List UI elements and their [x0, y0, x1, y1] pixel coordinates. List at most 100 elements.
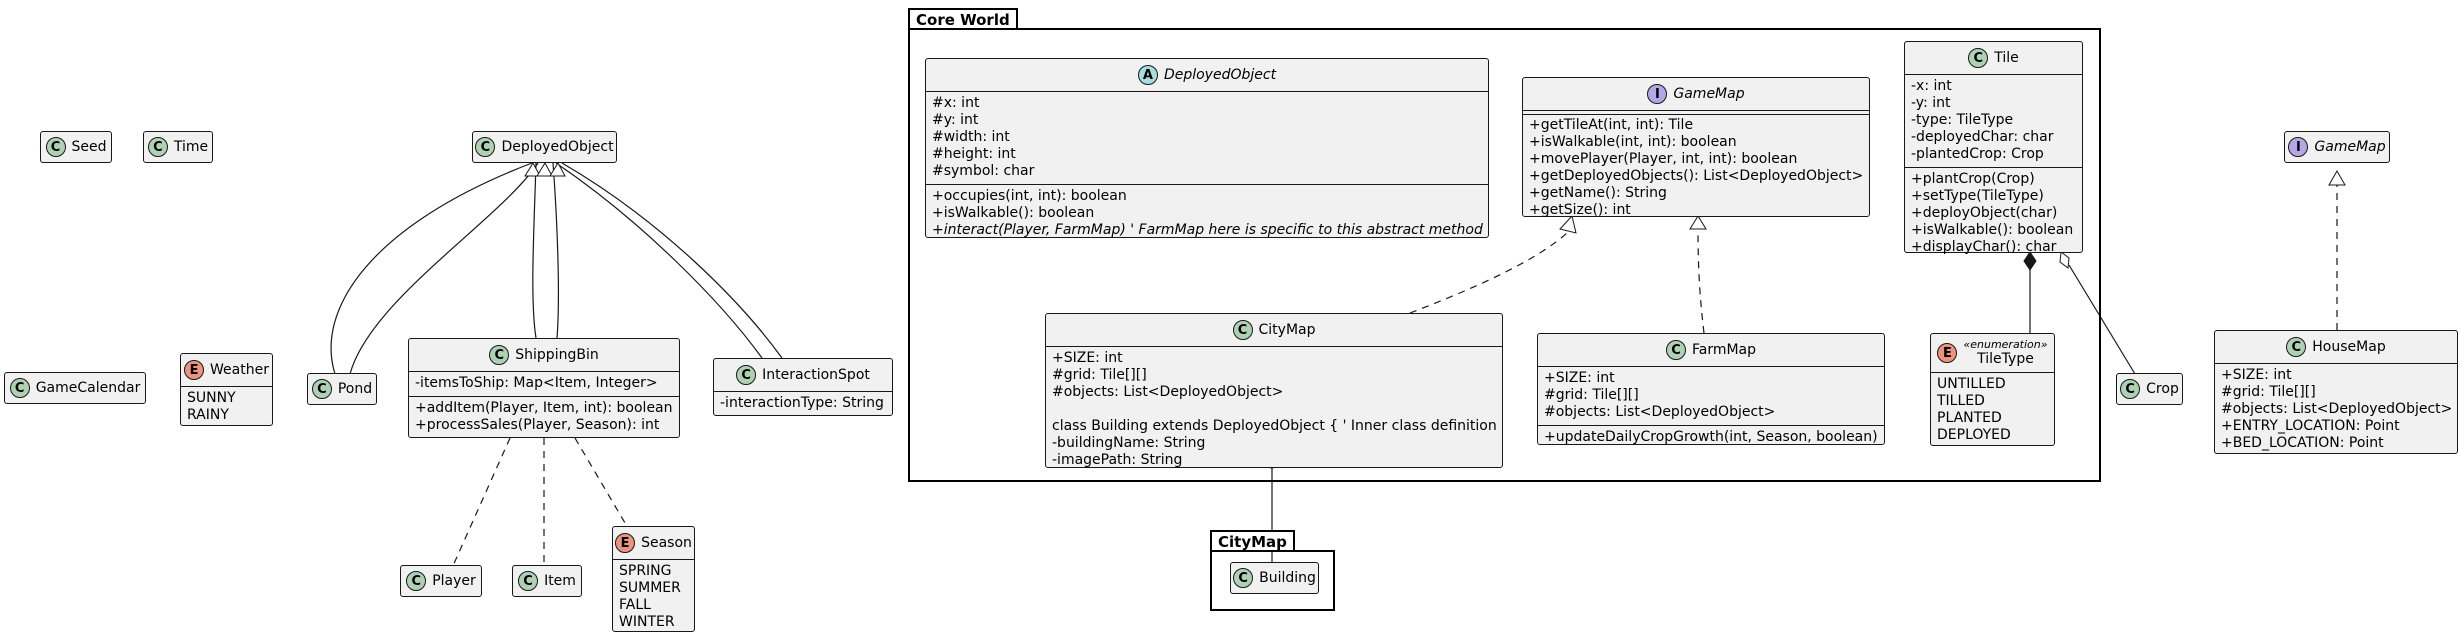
enum-icon: E [184, 360, 205, 380]
class-player[interactable]: C Player [400, 565, 482, 597]
class-icon: C [147, 137, 168, 157]
class-methods: +occupies(int, int): boolean +isWalkable… [926, 184, 1488, 243]
dep-season-line [574, 437, 629, 529]
class-name: Building [1259, 570, 1316, 586]
enum-icon: E [615, 533, 636, 553]
class-name: HouseMap [2312, 339, 2386, 355]
enum-tile-type[interactable]: E «enumeration» TileType UNTILLED TILLED… [1930, 333, 2055, 446]
field: -imagePath: String [1052, 452, 1183, 468]
field: -x: int [1911, 78, 1952, 94]
class-fields: #x: int #y: int #width: int #height: int… [926, 91, 1488, 184]
enum-value: UNTILLED [1937, 376, 2006, 392]
class-icon: C [475, 137, 496, 157]
method-abstract: +interact(Player, FarmMap) ' FarmMap her… [932, 222, 1483, 238]
field: #objects: List<DeployedObject> [2221, 401, 2453, 417]
method: +processSales(Player, Season): int [415, 417, 660, 433]
method: +addItem(Player, Item, int): boolean [415, 400, 673, 416]
field: #grid: Tile[][] [1052, 367, 1147, 383]
class-icon: C [736, 365, 757, 385]
class-time[interactable]: C Time [143, 131, 213, 163]
class-name: GameMap [2314, 139, 2386, 155]
enum-values: UNTILLED TILLED PLANTED DEPLOYED [1931, 372, 2054, 448]
field: #objects: List<DeployedObject> [1544, 404, 1776, 420]
inheritance-arrowheads [524, 161, 566, 177]
field: #y: int [932, 112, 979, 128]
field: -itemsToShip: Map<Item, Integer> [415, 375, 658, 391]
class-name: Weather [210, 362, 269, 378]
realization-lines [1409, 185, 2338, 334]
method: +getSize(): int [1529, 202, 1631, 218]
method: +occupies(int, int): boolean [932, 188, 1127, 204]
method: +getDeployedObjects(): List<DeployedObje… [1529, 168, 1864, 184]
enum-value: SUNNY [187, 390, 236, 406]
shippingbin-extends-line-1 [532, 162, 537, 339]
method: +getTileAt(int, int): Tile [1529, 117, 1694, 133]
method: +plantCrop(Crop) [1911, 171, 2035, 187]
enum-value: WINTER [619, 614, 675, 630]
class-icon: C [1665, 340, 1686, 360]
field: #grid: Tile[][] [1544, 387, 1639, 403]
field: -buildingName: String [1052, 435, 1206, 451]
enum-value: RAINY [187, 407, 229, 423]
class-name: Item [544, 573, 576, 589]
class-fields: -x: int -y: int -type: TileType -deploye… [1905, 74, 2082, 167]
field: -plantedCrop: Crop [1911, 146, 2044, 162]
realization-arrowheads [1559, 169, 2346, 234]
class-name: Crop [2146, 381, 2179, 397]
class-name: Pond [337, 381, 373, 397]
class-icon: C [406, 571, 427, 591]
enum-icon: E [1937, 343, 1958, 363]
class-name: CityMap [1258, 322, 1316, 338]
class-icon: C [1968, 48, 1989, 68]
class-name: Seed [71, 139, 107, 155]
field: +ENTRY_LOCATION: Point [2221, 418, 2400, 434]
enum-weather[interactable]: E Weather SUNNY RAINY [180, 353, 273, 426]
enum-value: SUMMER [619, 580, 681, 596]
class-methods: +updateDailyCropGrowth(int, Season, bool… [1538, 425, 1884, 450]
class-name: GameMap [1673, 86, 1745, 102]
class-icon: C [2120, 379, 2141, 399]
field: -deployedChar: char [1911, 129, 2054, 145]
class-fields: -itemsToShip: Map<Item, Integer> [409, 371, 679, 396]
package-citymap [1210, 550, 1335, 611]
package-core-world [908, 28, 2101, 482]
empty-fields-section [1523, 110, 1869, 114]
pond-extends-line-2 [349, 162, 539, 375]
class-name: Player [432, 573, 476, 589]
interface-icon: I [1647, 84, 1668, 104]
class-methods: +plantCrop(Crop) +setType(TileType) +dep… [1905, 167, 2082, 260]
enum-values: SUNNY RAINY [181, 386, 272, 428]
class-icon: C [1232, 320, 1253, 340]
package-core-world-title: Core World [916, 11, 1010, 29]
enum-value: DEPLOYED [1937, 427, 2011, 443]
class-name: Season [641, 535, 692, 551]
class-name: FarmMap [1691, 342, 1757, 358]
class-name: Time [173, 139, 209, 155]
class-icon: C [2286, 337, 2307, 357]
class-name: ShippingBin [515, 347, 599, 363]
stereotype: «enumeration» [1963, 338, 2048, 351]
method: +movePlayer(Player, int, int): boolean [1529, 151, 1798, 167]
class-fields: +SIZE: int #grid: Tile[][] #objects: Lis… [1046, 346, 1502, 473]
dependency-lines [451, 437, 629, 569]
field: #symbol: char [932, 163, 1035, 179]
class-crop[interactable]: C Crop [2116, 373, 2183, 405]
package-citymap-title: CityMap [1218, 533, 1287, 551]
field: -y: int [1911, 95, 1951, 111]
